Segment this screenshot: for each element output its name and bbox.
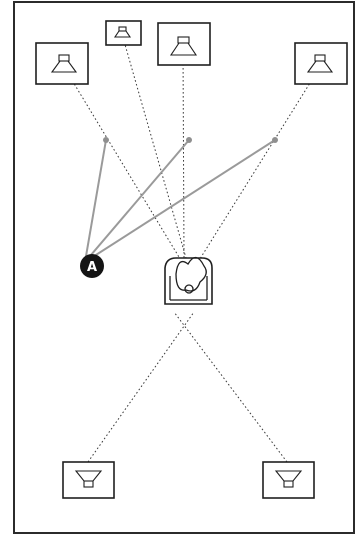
listener-icon: [175, 256, 207, 292]
callout-a-badge: [80, 254, 104, 278]
angle-marker-center: [186, 137, 192, 143]
sight-line-center: [182, 47, 185, 259]
listener-head-icon: [184, 284, 194, 294]
callout-a: A: [80, 254, 104, 278]
angle-marker-right: [272, 137, 278, 143]
speaker-front-right-magnet-icon: [314, 54, 326, 62]
speaker-center-magnet-icon: [177, 36, 190, 44]
sight-line-surround-left: [87, 311, 195, 463]
pointer-line-center: [84, 139, 190, 263]
speaker-front-left-magnet-icon: [58, 54, 70, 62]
speaker-surround-right: [262, 461, 315, 499]
speaker-front-left: [35, 42, 89, 85]
pointer-line-right: [84, 139, 276, 263]
listener: [164, 256, 213, 305]
speaker-center: [157, 22, 211, 66]
speaker-top-center-magnet-icon: [118, 26, 127, 32]
callout-pointers: [84, 137, 278, 263]
speaker-front-right: [294, 42, 348, 85]
speaker-surround-left-magnet-icon: [83, 480, 94, 488]
sight-line-surround-right: [173, 311, 288, 463]
speaker-surround-right-magnet-icon: [283, 480, 294, 488]
listener-seat-icon: [164, 257, 213, 305]
pointer-line-left: [84, 139, 107, 263]
angle-marker-left: [103, 137, 109, 143]
speaker-surround-left: [62, 461, 115, 499]
sight-lines: [63, 33, 321, 463]
speaker-top-center: [105, 20, 142, 46]
listener-armrests-icon: [169, 276, 208, 301]
callout-a-label: A: [87, 260, 97, 275]
sight-line-top-center: [121, 33, 187, 259]
